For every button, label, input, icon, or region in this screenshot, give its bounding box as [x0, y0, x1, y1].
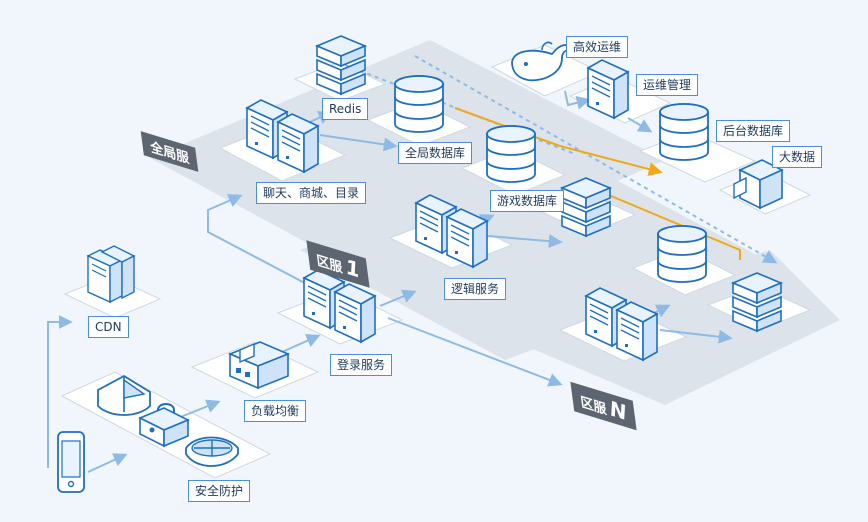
label-logic-service: 逻辑服务 [444, 278, 507, 300]
connector-phone-to-security [87, 453, 128, 473]
connector-security-to-lb [177, 399, 221, 419]
logic-server-icon-2 [446, 208, 488, 268]
connector-lb-to-login [281, 334, 321, 353]
connector-mgmt-to-backend [627, 117, 653, 133]
login-server-icon-2 [334, 283, 376, 343]
zonen-stack-icon [732, 272, 782, 332]
data-center-icon [227, 341, 291, 390]
label-game-db: 游戏数据库 [490, 190, 565, 212]
connector-login-to-chat [207, 194, 319, 291]
game-stack-icon [561, 177, 611, 237]
connector-logic-to-stack [474, 234, 563, 249]
connector-whale-to-mgmt [564, 90, 591, 110]
label-chat-mall-catalog: 聊天、商城、目录 [256, 182, 367, 204]
mobile-phone-icon [57, 431, 85, 493]
label-global-db: 全局数据库 [398, 142, 473, 164]
global-database-icon [394, 75, 444, 133]
ops-management-server-icon [587, 59, 629, 119]
orange-flow-to-backend [559, 145, 663, 176]
connector-login-to-zonen [387, 317, 563, 387]
zonen-database-icon [657, 225, 707, 283]
zone1-number: 1 [344, 253, 362, 284]
label-big-data: 大数据 [772, 146, 823, 168]
backend-database-icon [659, 103, 709, 161]
cdn-server-icon [86, 245, 136, 304]
label-cdn: CDN [88, 316, 129, 338]
zone1-plate [300, 150, 770, 360]
label-load-balancing: 负载均衡 [244, 400, 307, 422]
zonen-server-icon-2 [616, 301, 658, 361]
shield-icon [185, 436, 239, 467]
connector-zonen-to-stack [659, 329, 733, 344]
docker-whale-icon [511, 41, 572, 82]
label-security: 安全防护 [188, 480, 251, 502]
big-data-cube-icon [733, 159, 784, 210]
connector-login-to-logic [379, 289, 417, 307]
game-database-icon [486, 125, 536, 183]
firewall-icon [97, 374, 151, 416]
label-login-service: 登录服务 [330, 354, 393, 376]
dashed-sync-global-zonen [414, 55, 778, 264]
chat-server-icon-2 [277, 113, 319, 173]
label-ops-efficiency: 高效运维 [566, 36, 629, 58]
lock-icon [138, 403, 190, 448]
connector-phone-to-cdn [47, 315, 73, 468]
label-ops-management: 运维管理 [636, 74, 699, 96]
label-redis: Redis [322, 98, 369, 120]
redis-stack-icon [316, 35, 366, 95]
zonen-number: N [608, 395, 629, 426]
connector-chat-to-globaldb [319, 134, 398, 152]
label-backend-db: 后台数据库 [716, 120, 791, 142]
orange-flow-zonedata [579, 182, 741, 260]
